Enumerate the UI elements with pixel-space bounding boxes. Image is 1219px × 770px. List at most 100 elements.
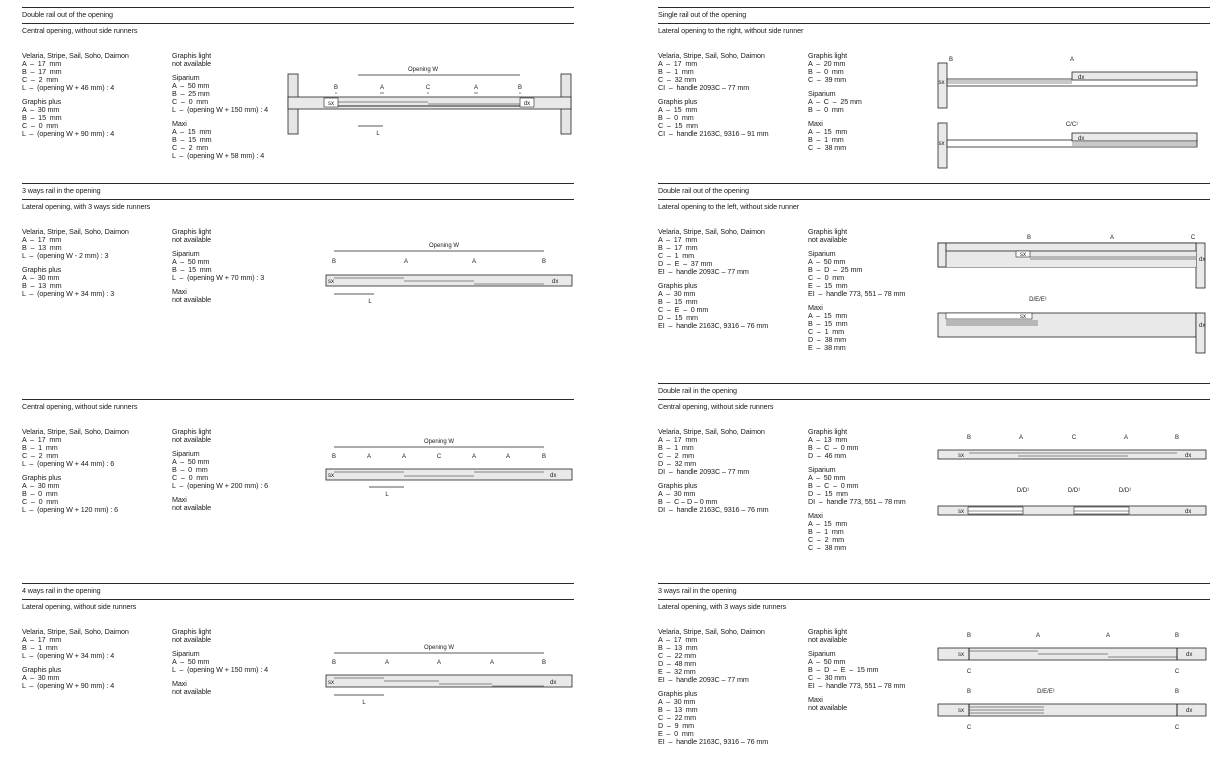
spec-line: L – (opening W + 34 mm) : 4 — [22, 651, 115, 660]
spec-line: A – 17 mm — [658, 235, 698, 244]
spec-heading: Maxi — [172, 495, 187, 504]
spec-line: B – 15 mm — [172, 265, 212, 274]
spec-line: A – 50 mm — [172, 657, 210, 666]
spec-heading: Graphis plus — [22, 473, 62, 482]
spec-line: A – 17 mm — [22, 435, 62, 444]
spec-line: EI – handle 773, 551 – 78 mm — [808, 681, 906, 690]
spec-line: B – 13 mm — [658, 643, 698, 652]
spec-line: not available — [172, 687, 212, 696]
dx-label: dx — [1186, 708, 1192, 714]
length-label: L — [376, 131, 380, 137]
dim-label: A — [385, 660, 389, 666]
dim-label: A — [437, 660, 441, 666]
section-2: 3 ways rail in the opening Lateral openi… — [22, 183, 574, 361]
sx-label: sx — [958, 509, 964, 515]
section-title: Single rail out of the opening — [658, 10, 747, 19]
dim-label: C — [967, 725, 972, 731]
spec-line: A – 50 mm — [808, 473, 846, 482]
dim-label: C — [1072, 435, 1077, 441]
spec-line: A – 17 mm — [658, 635, 698, 644]
spec-line: B – 17 mm — [658, 243, 698, 252]
dx-label: dx — [1199, 257, 1205, 263]
spec-heading: Maxi — [172, 287, 187, 296]
section-subtitle: Lateral opening to the left, without sid… — [658, 202, 800, 211]
spec-line: B – 17 mm — [22, 67, 62, 76]
dx-label: dx — [524, 101, 530, 107]
dim-label: A — [472, 259, 476, 265]
spec-line: L – (opening W + 44 mm) : 6 — [22, 459, 115, 468]
sx-label: sx — [328, 279, 334, 285]
spec-line: B – D – 25 mm — [808, 265, 863, 274]
dim-label: C — [1175, 669, 1180, 675]
dim-label: D/D¹ — [1119, 488, 1131, 494]
spec-heading: Siparium — [808, 465, 836, 474]
spec-line: EI – handle 2093C – 77 mm — [658, 267, 749, 276]
spec-line: D – 38 mm — [808, 335, 847, 344]
spec-line: A – 15 mm — [808, 311, 848, 320]
section-title: 3 ways rail in the opening — [22, 186, 101, 195]
dx-label: dx — [1199, 323, 1205, 329]
spec-heading: Siparium — [172, 649, 200, 658]
spec-line: L – (opening W + 34 mm) : 3 — [22, 289, 115, 298]
spec-line: C – 38 mm — [808, 543, 847, 552]
spec-line: B – 1 mm — [658, 443, 694, 452]
spec-heading: Velaria, Stripe, Sail, Soho, Daimon — [22, 227, 129, 236]
spec-line: CI – handle 2093C – 77 mm — [658, 83, 750, 92]
spec-line: A – 17 mm — [22, 635, 62, 644]
dim-label: B — [967, 435, 971, 441]
dim-label: C — [967, 669, 972, 675]
rail-diagram: B A C A B sx dx D/D¹ D/D¹ D/D¹ sx dx — [937, 435, 1207, 516]
sx-label: sx — [1020, 314, 1026, 320]
section-8: 3 ways rail in the opening Lateral openi… — [658, 583, 1210, 761]
sx-label: sx — [939, 80, 945, 86]
length-label: L — [362, 700, 366, 706]
spec-heading: Siparium — [808, 249, 836, 258]
section-subtitle: Lateral opening, with 3 ways side runner… — [22, 202, 151, 211]
dim-label: C — [1175, 725, 1180, 731]
section-4: 4 ways rail in the opening Lateral openi… — [22, 583, 574, 761]
spec-line: DI – handle 773, 551 – 78 mm — [808, 497, 906, 506]
spec-line: A – 17 mm — [658, 59, 698, 68]
spec-line: B – 1 mm — [808, 527, 844, 536]
dim-label: D/D¹ — [1017, 488, 1029, 494]
spec-line: E – 38 mm — [808, 343, 846, 352]
divider — [658, 183, 1210, 184]
dx-label: dx — [1185, 509, 1191, 515]
spec-heading: Graphis light — [172, 51, 212, 60]
spec-heading: Maxi — [808, 303, 823, 312]
spec-line: not available — [172, 59, 212, 68]
sx-label: sx — [1020, 252, 1026, 258]
spec-line: not available — [172, 235, 212, 244]
divider — [22, 7, 574, 8]
spec-line: D – 15 mm — [808, 489, 848, 498]
opening-label: Opening W — [424, 645, 454, 651]
dim-label: B — [542, 259, 546, 265]
spec-heading: Maxi — [808, 119, 823, 128]
dim-label: C/C¹ — [1066, 122, 1078, 128]
dim-label: B — [967, 633, 971, 639]
spec-line: EI – handle 2163C, 9316 – 76 mm — [658, 321, 769, 330]
dim-label: A — [1036, 633, 1040, 639]
divider — [658, 7, 1210, 8]
section-1: Double rail out of the opening Central o… — [22, 7, 574, 185]
spec-line: EI – handle 2163C, 9316 – 76 mm — [658, 737, 769, 746]
spec-line: A – 30 mm — [658, 489, 696, 498]
spec-line: A – 50 mm — [808, 257, 846, 266]
spec-line: C – 2 mm — [658, 451, 695, 460]
